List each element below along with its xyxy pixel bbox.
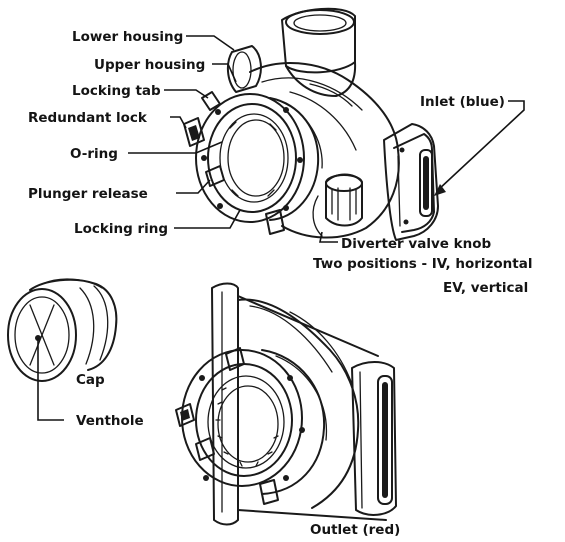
label-o-ring: O-ring [70,146,118,162]
label-upper-housing: Upper housing [94,57,205,73]
valve-assembly-top [183,7,439,241]
label-inlet: Inlet (blue) [420,94,505,110]
valve-assembly-bottom [175,282,397,526]
label-positions-line2: EV, vertical [443,280,528,296]
cap-drawing [7,278,118,382]
leader-redundant-lock [170,116,187,129]
label-diverter-valve-knob: Diverter valve knob [341,236,491,252]
label-locking-ring: Locking ring [74,221,168,237]
leader-diverter-valve-knob [319,231,338,243]
label-positions-line1: Two positions - IV, horizontal [313,256,532,272]
leader-lines [37,35,525,421]
leader-upper-housing [212,63,237,83]
label-cap: Cap [76,372,105,388]
leader-venthole [37,338,64,421]
leader-locking-ring [174,209,241,229]
label-lower-housing: Lower housing [72,29,183,45]
leader-inlet [437,100,525,191]
label-locking-tab: Locking tab [72,83,161,99]
inlet-arrowhead [434,184,446,196]
leader-lower-housing [186,35,235,51]
leader-o-ring [128,141,223,154]
label-redundant-lock: Redundant lock [28,110,148,126]
label-plunger-release: Plunger release [28,186,148,202]
label-outlet: Outlet (red) [310,522,400,538]
labels: Lower housing Upper housing Locking tab … [28,29,532,538]
leader-locking-tab [164,89,209,99]
leader-plunger-release [176,179,211,194]
label-venthole: Venthole [76,413,144,429]
